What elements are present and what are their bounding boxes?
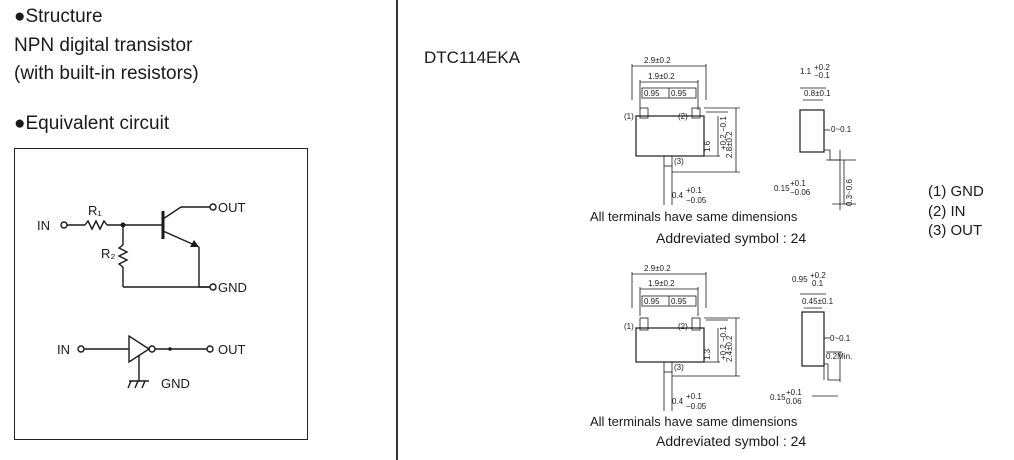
- side-top-2: 0.45±0.1: [802, 297, 834, 306]
- side-standoff-1: 0~0.1: [831, 125, 852, 134]
- dim-half-1b: 0.95: [671, 89, 687, 98]
- in-terminal-1: [60, 221, 68, 229]
- equivalent-circuit-heading: ●Equivalent circuit: [14, 113, 170, 134]
- package-drawing-2: 2.9±0.2 1.9±0.2 0.95 0.95 (1) (2) (3) 1.…: [590, 264, 852, 449]
- side-lead-t-2: 0.15: [770, 393, 786, 402]
- in-label-1: IN: [37, 218, 50, 233]
- side-lead-t-p-1: +0.1: [790, 179, 806, 188]
- dim-body-h-2: 1.3: [703, 348, 712, 360]
- package-side-1: [799, 109, 825, 153]
- side-thick-2: 0.95: [792, 275, 808, 284]
- side-lead-t-m-2: 0.06: [786, 397, 802, 406]
- dim-total-1: 2.9±0.2: [644, 56, 671, 65]
- dim-lead-tol-p-1: +0.1: [686, 186, 702, 195]
- dim-lead-w-1: 0.4: [672, 191, 684, 200]
- pin2-label-2: (2): [678, 322, 688, 331]
- dim-lead-w-2: 0.4: [672, 397, 684, 406]
- dim-height-2: 2.4±0.2: [725, 335, 734, 362]
- r1-label: R₁: [88, 203, 102, 218]
- out-label-2: OUT: [218, 342, 246, 357]
- package-side-2: [801, 311, 825, 367]
- note-2: All terminals have same dimensions: [590, 414, 798, 429]
- structure-line-1: NPN digital transistor: [14, 35, 193, 56]
- pin1-label-1: (1): [624, 112, 634, 121]
- side-standoff-2: 0~0.1: [830, 334, 851, 343]
- note-1: All terminals have same dimensions: [590, 209, 798, 224]
- pin3-label-1: (3): [674, 157, 684, 166]
- dim-total-2: 2.9±0.2: [644, 264, 671, 273]
- out-label-1: OUT: [218, 200, 246, 215]
- dim-lead-tol-m-2: −0.05: [686, 402, 707, 411]
- side-lead-t-p-2: +0.1: [786, 388, 802, 397]
- dim-half-2a: 0.95: [644, 297, 660, 306]
- pin-in: (2) IN: [928, 203, 966, 220]
- emitter-arrow: [190, 240, 199, 247]
- gnd-label-1: GND: [218, 280, 247, 295]
- dim-lead-tol-p-2: +0.1: [686, 392, 702, 401]
- pin1-label-2: (1): [624, 322, 634, 331]
- column-divider: [396, 0, 398, 460]
- side-top-1: 0.8±0.1: [804, 89, 831, 98]
- side-thick-1: 1.1: [800, 67, 812, 76]
- out-terminal-1: [209, 203, 217, 211]
- side-min-2: 0.2Min.: [826, 352, 852, 361]
- gnd-label-2: GND: [161, 376, 190, 391]
- structure-heading: ●Structure: [14, 6, 103, 27]
- in-terminal-2: [77, 345, 85, 353]
- dim-body-h-1: 1.6: [703, 140, 712, 152]
- part-number: DTC114EKA: [424, 48, 521, 67]
- side-lead-len-1: 0.3~0.6: [845, 179, 854, 206]
- pin3-label-2: (3): [674, 363, 684, 372]
- gnd-terminal-1: [209, 283, 217, 291]
- dim-half-2b: 0.95: [671, 297, 687, 306]
- symbol-2: Addreviated symbol : 24: [656, 433, 806, 449]
- side-thick-m-2: 0.1: [812, 279, 824, 288]
- out-terminal-2: [206, 345, 214, 353]
- pin-gnd: (1) GND: [928, 183, 984, 200]
- r2-label: R₂: [101, 246, 115, 261]
- equivalent-circuit-diagram: IN R₁ R₂ OUT GND IN OUT GND: [37, 200, 247, 391]
- symbol-1: Addreviated symbol : 24: [656, 230, 806, 246]
- package-drawing-1: 2.9±0.2 1.9±0.2 0.95 0.95 (1) (2) (3) 1.…: [590, 56, 856, 246]
- dim-height-1: 2.8±0.2: [725, 131, 734, 158]
- r2-resistor: [117, 244, 129, 268]
- pin2-label-1: (2): [678, 112, 688, 121]
- side-lead-t-1: 0.15: [774, 184, 790, 193]
- package-body-1: [635, 115, 705, 157]
- dim-lead-tol-m-1: −0.05: [686, 196, 707, 205]
- side-thick-m-1: −0.1: [814, 71, 830, 80]
- r1-resistor: [84, 219, 108, 231]
- dim-pitch-1: 1.9±0.2: [648, 72, 675, 81]
- equivalent-circuit-box: IN R₁ R₂ OUT GND IN OUT GND: [14, 148, 308, 440]
- dim-body-tol-2: +0.2 −0.1: [719, 326, 728, 360]
- dim-pitch-2: 1.9±0.2: [648, 279, 675, 288]
- side-thick-p-2: +0.2: [810, 271, 826, 280]
- side-lead-t-m-1: −0.06: [790, 188, 811, 197]
- dim-half-1a: 0.95: [644, 89, 660, 98]
- package-body-2: [635, 327, 705, 363]
- pin-out: (3) OUT: [928, 222, 983, 239]
- structure-line-2: (with built-in resistors): [14, 63, 199, 84]
- in-label-2: IN: [57, 342, 70, 357]
- buffer-triangle: [128, 334, 151, 364]
- side-thick-p-1: +0.2: [814, 63, 830, 72]
- dim-body-tol-1: +0.2 −0.1: [719, 116, 728, 150]
